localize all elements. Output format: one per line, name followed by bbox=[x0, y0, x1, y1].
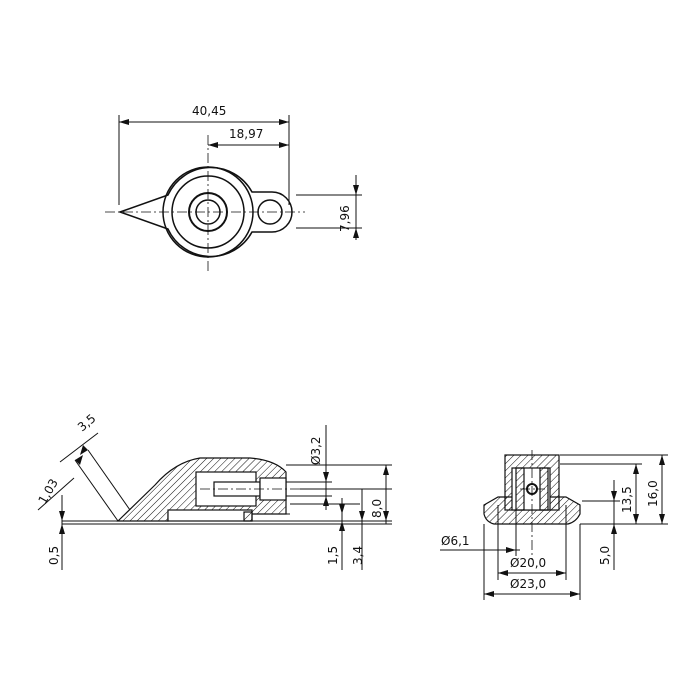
dim-tip-width: 1,03 bbox=[35, 476, 60, 506]
dim-overall-length: 40,45 bbox=[192, 104, 226, 118]
dim-body-height: 8,0 bbox=[370, 499, 384, 518]
top-view: 40,45 18,97 7,96 bbox=[105, 104, 362, 272]
dim-flange-height: 1,5 bbox=[326, 546, 340, 565]
dim-tip-thickness: 0,5 bbox=[47, 546, 61, 565]
dim-inner-diameter: Ø20,0 bbox=[510, 556, 546, 570]
dim-cap-height: 13,5 bbox=[620, 486, 634, 513]
section-view: Ø6,1 Ø20,0 Ø23,0 5,0 13,5 16,0 bbox=[440, 450, 668, 600]
dim-outer-diameter: Ø23,0 bbox=[510, 577, 546, 591]
knob-flange bbox=[167, 509, 253, 522]
dim-pin-diameter: Ø3,2 bbox=[309, 436, 323, 465]
dim-total-height: 16,0 bbox=[646, 480, 660, 507]
dim-base-height: 5,0 bbox=[598, 546, 612, 565]
dim-shaft-diameter: Ø6,1 bbox=[441, 534, 470, 548]
dim-hole-height: 7,96 bbox=[338, 205, 352, 232]
dim-center-to-end: 18,97 bbox=[229, 127, 263, 141]
side-view: 3,5 1,03 0,5 Ø3,2 1,5 3,4 8,0 bbox=[35, 411, 392, 570]
dim-pin-height: 3,4 bbox=[351, 546, 365, 565]
dim-tip-length: 3,5 bbox=[75, 411, 99, 434]
